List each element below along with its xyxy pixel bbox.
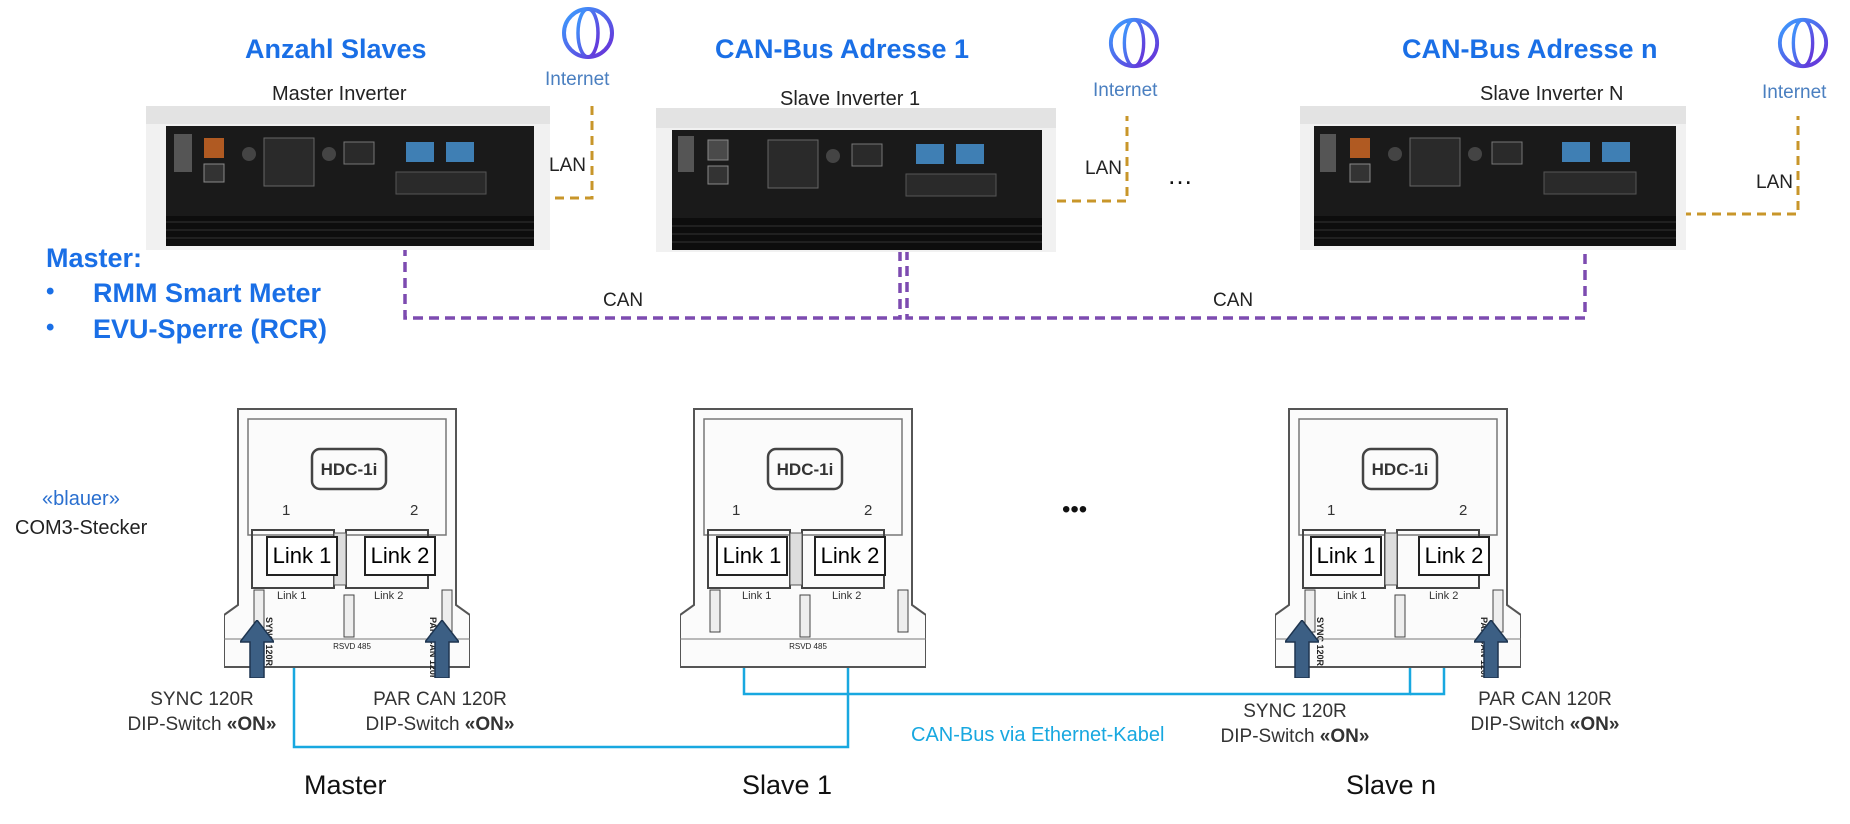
master-item-evu: EVU-Sperre (RCR) [93,314,328,344]
link-small-label-2: Link 2 [374,590,403,602]
slave-inverter-n-label: Slave Inverter N [1480,83,1624,105]
hdc-connector-master: HDC-1i 1 2 Link 1 Link 2 SYNC 120R PAR C… [223,405,471,682]
sync-arrow-icon [240,620,274,678]
master-item-bullet: • [46,278,55,305]
title-anzahl-slaves: Anzahl Slaves [245,34,427,64]
globe-icon [562,7,614,59]
connector-note-com3: COM3-Stecker [15,517,148,539]
par-caption-slaven: PAR CAN 120R DIP-Switch «ON» [1470,689,1620,735]
master-inverter [146,106,550,250]
hdc-label: HDC-1i [777,460,834,479]
master-heading: Master: [46,243,143,273]
cable-label: CAN-Bus via Ethernet-Kabel [911,724,1165,746]
port-num-1: 1 [282,502,290,519]
link-1-box-slave1: Link 1 [716,536,788,576]
lan-label-master: LAN [549,155,586,176]
hdc-connector-slave1: HDC-1i 1 2 Link 1 Link 2 RSVD 485 [679,405,927,677]
port-num-2: 2 [1459,502,1467,519]
link-small-label-1: Link 1 [742,590,771,602]
link-1-box-master: Link 1 [266,536,338,576]
link-1-box-slaven: Link 1 [1310,536,1382,576]
globe-icon [1108,17,1160,69]
master-inverter-label: Master Inverter [272,83,407,105]
link-small-label-1: Link 1 [277,590,306,602]
par-arrow-icon [425,620,459,678]
internet-label-slave1: Internet [1093,80,1158,101]
master-item-bullet: • [46,314,55,341]
sync-arrow-icon [1285,620,1319,678]
slave-inverter-n [1300,106,1686,250]
port-num-1: 1 [732,502,740,519]
unit-name-slaven: Slave n [1346,770,1437,800]
hdc-label: HDC-1i [321,460,378,479]
title-can-adresse-n: CAN-Bus Adresse n [1402,34,1658,64]
link-2-box-slaven: Link 2 [1418,536,1490,576]
sync-switch-label: SYNC 120R [1315,617,1325,667]
lan-label-slave1: LAN [1085,158,1122,179]
link-small-label-1: Link 1 [1337,590,1366,602]
internet-label-master: Internet [545,69,610,90]
can-label-2: CAN [1213,290,1254,311]
link-small-label-2: Link 2 [832,590,861,602]
slave-inverter-1 [656,108,1056,252]
par-arrow-icon [1474,620,1508,678]
lan-label-slaven: LAN [1756,172,1793,193]
connector-ellipsis: ••• [1062,496,1088,523]
port-num-1: 1 [1327,502,1335,519]
link-2-box-slave1: Link 2 [814,536,886,576]
rsvd-switch-label: RSVD 485 [789,642,827,651]
unit-name-master: Master [304,770,387,800]
sync-caption-slaven: SYNC 120R DIP-Switch «ON» [1220,701,1370,747]
globe-icon [1777,17,1829,69]
rsvd-switch-label: RSVD 485 [333,642,371,651]
link-small-label-2: Link 2 [1429,590,1458,602]
par-switch-label: PAR CAN 120R [428,617,438,677]
inverter-ellipsis: … [1167,160,1193,190]
master-item-rmm: RMM Smart Meter [93,278,322,308]
port-num-2: 2 [410,502,418,519]
can-label-1: CAN [603,290,644,311]
par-caption-master: PAR CAN 120R DIP-Switch «ON» [365,689,515,735]
unit-name-slave1: Slave 1 [742,770,833,800]
connector-note-blauer: «blauer» [42,488,120,510]
sync-caption-master: SYNC 120R DIP-Switch «ON» [127,689,277,735]
internet-label-slaven: Internet [1762,82,1827,103]
hdc-label: HDC-1i [1372,460,1429,479]
slave-inverter-1-label: Slave Inverter 1 [780,88,921,110]
link-2-box-master: Link 2 [364,536,436,576]
port-num-2: 2 [864,502,872,519]
title-can-adresse-1: CAN-Bus Adresse 1 [715,34,970,64]
